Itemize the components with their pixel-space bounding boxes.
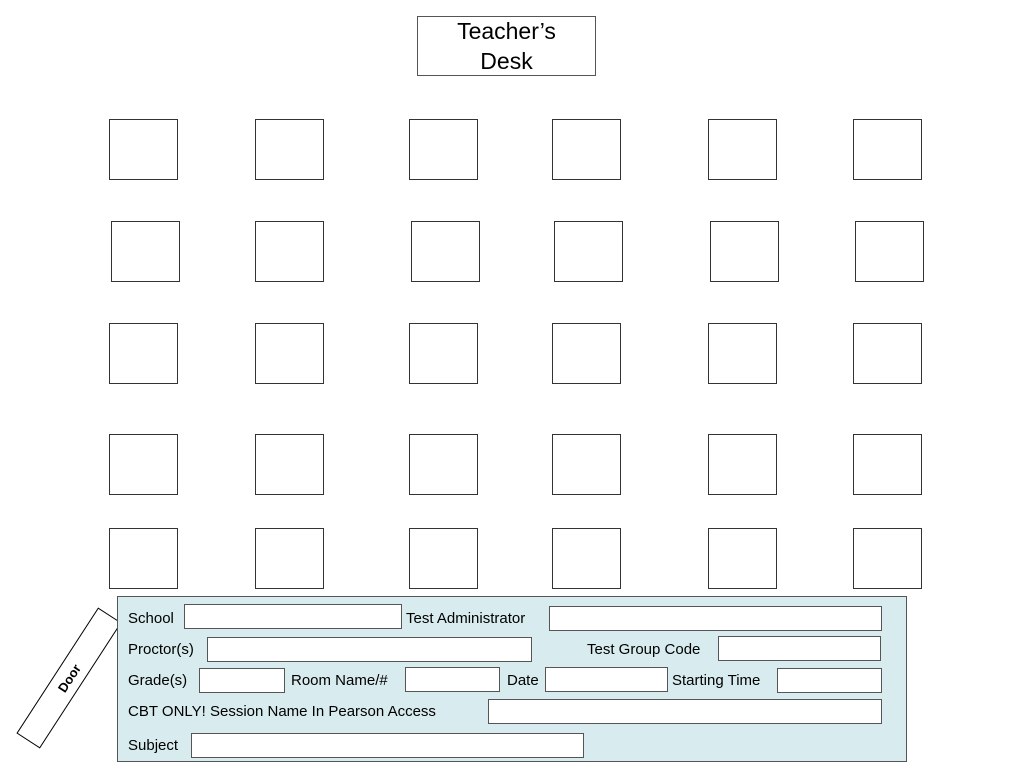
test-administrator-field[interactable] [549, 606, 882, 631]
student-desk [255, 528, 324, 589]
grades-field[interactable] [199, 668, 285, 693]
student-desk [853, 434, 922, 495]
room-label: Room Name/# [291, 672, 388, 689]
student-desk [552, 323, 621, 384]
student-desk [708, 528, 777, 589]
subject-field[interactable] [191, 733, 584, 758]
school-field[interactable] [184, 604, 402, 629]
room-field[interactable] [405, 667, 500, 692]
student-desk [109, 528, 178, 589]
student-desk [708, 119, 777, 180]
student-desk [409, 119, 478, 180]
cbt-session-field[interactable] [488, 699, 882, 724]
student-desk [409, 434, 478, 495]
teachers-desk-label: Teacher’s Desk [457, 18, 556, 74]
test-administrator-label: Test Administrator [406, 610, 526, 627]
student-desk [710, 221, 779, 282]
test-group-code-label: Test Group Code [587, 641, 701, 658]
student-desk [853, 323, 922, 384]
session-info-panel: School Test Administrator Proctor(s) Tes… [117, 596, 907, 762]
student-desk [255, 221, 324, 282]
starting-time-field[interactable] [777, 668, 882, 693]
student-desk [111, 221, 180, 282]
student-desk [853, 528, 922, 589]
proctors-field[interactable] [207, 637, 532, 662]
student-desk [853, 119, 922, 180]
teachers-desk: Teacher’s Desk [417, 16, 596, 76]
door: Door [16, 607, 122, 749]
cbt-session-label: CBT ONLY! Session Name In Pearson Access [128, 703, 436, 720]
student-desk [255, 119, 324, 180]
student-desk [554, 221, 623, 282]
school-label: School [128, 610, 174, 627]
proctors-label: Proctor(s) [128, 641, 194, 658]
test-group-code-field[interactable] [718, 636, 881, 661]
student-desk [552, 528, 621, 589]
subject-label: Subject [128, 737, 179, 754]
student-desk [255, 434, 324, 495]
student-desk [109, 434, 178, 495]
student-desk [109, 323, 178, 384]
student-desk [255, 323, 324, 384]
student-desk [409, 323, 478, 384]
student-desk [409, 528, 478, 589]
door-label: Door [54, 661, 84, 695]
student-desk [855, 221, 924, 282]
date-field[interactable] [545, 667, 668, 692]
student-desk [708, 323, 777, 384]
student-desk [109, 119, 178, 180]
student-desk [708, 434, 777, 495]
starting-time-label: Starting Time [672, 672, 761, 689]
student-desk [552, 119, 621, 180]
date-label: Date [507, 672, 539, 689]
grades-label: Grade(s) [128, 672, 188, 689]
student-desk [411, 221, 480, 282]
student-desk [552, 434, 621, 495]
